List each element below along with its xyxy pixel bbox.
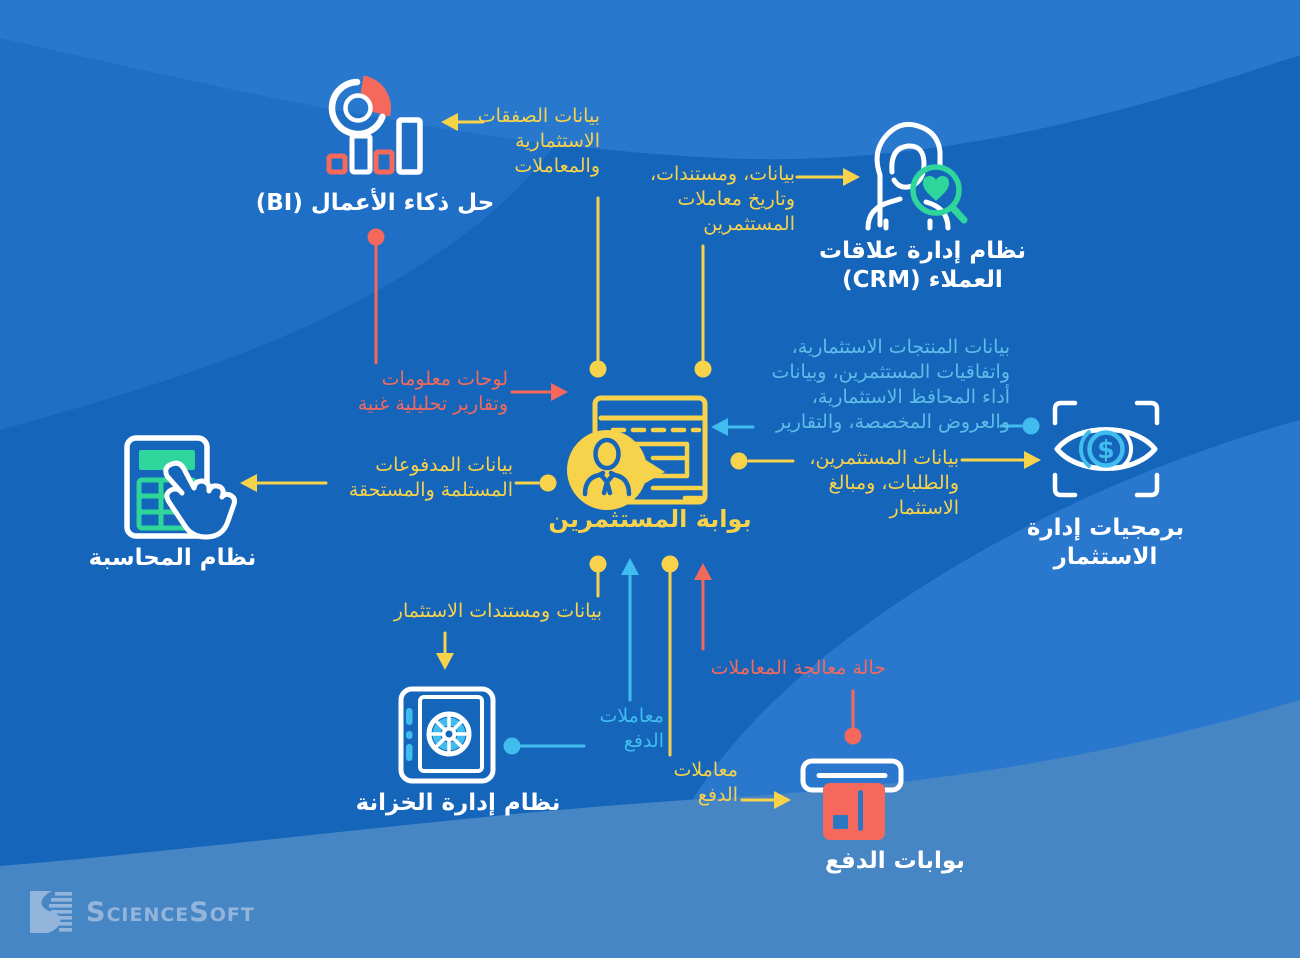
flow-invest-to-portal-label: بيانات المنتجات الاستثمارية، واتفاقيات ا… xyxy=(771,336,1010,434)
sciencesoft-logo: ScienceSoft xyxy=(28,889,255,935)
flow-payment-to-portal-label: حالة معالجة المعاملات xyxy=(710,657,886,679)
flow-treasury-to-portal-line xyxy=(503,558,639,755)
flow-portal-to-invest-line xyxy=(730,451,1041,470)
flow-portal-to-treasury-line xyxy=(436,555,607,670)
investor-portal-label: بوابة المستثمرين xyxy=(548,505,752,533)
svg-text:$: $ xyxy=(1097,435,1114,464)
flow-portal-to-bi-line xyxy=(441,113,607,378)
flow-portal-to-crm-line xyxy=(694,168,860,378)
investment-eye-icon: $ xyxy=(1050,396,1162,504)
flow-invest-to-portal-line xyxy=(711,417,1040,436)
sciencesoft-logo-mark xyxy=(30,891,72,933)
flow-portal-to-treasury-label: بيانات ومستندات الاستثمار xyxy=(393,600,602,622)
flow-portal-to-bi-label: بيانات الصفقات الاستثمارية والمعاملات xyxy=(477,105,600,178)
flow-portal-to-payment-line xyxy=(661,555,791,809)
treasury-safe-icon xyxy=(395,683,500,788)
investment-software-label: برمجيات إدارة الاستثمار xyxy=(1026,515,1185,571)
flow-portal-to-crm-label: بيانات، ومستندات، وتاريخ معاملات المستثم… xyxy=(650,163,795,236)
crm-customer-icon xyxy=(860,110,972,240)
flow-treasury-to-portal-label: معاملات الدفع xyxy=(599,705,664,753)
payment-gateways-label: بوابات الدفع xyxy=(825,848,965,874)
accounting-system-label: نظام المحاسبة xyxy=(88,545,257,571)
flow-portal-to-invest-label: بيانات المستثمرين، والطلبات، ومبالغ الاس… xyxy=(809,447,959,520)
bi-label: حل ذكاء الأعمال (BI) xyxy=(255,190,495,216)
bi-chart-icon xyxy=(315,70,435,182)
flow-portal-to-accounting-line xyxy=(240,474,557,492)
flow-bi-to-portal-line xyxy=(367,228,568,401)
accounting-calculator-icon xyxy=(115,430,250,545)
treasury-system-label: نظام إدارة الخزانة xyxy=(355,790,561,816)
flow-bi-to-portal-label: لوحات معلومات وتقارير تحليلية غنية xyxy=(357,368,508,416)
investor-portal-icon xyxy=(565,390,725,530)
flow-payment-to-portal-line xyxy=(694,563,862,745)
payment-gateway-icon xyxy=(795,755,910,850)
crm-label: نظام إدارة علاقات العملاء (CRM) xyxy=(819,238,1026,294)
sciencesoft-logo-text: ScienceSoft xyxy=(86,896,255,928)
flow-portal-to-accounting-label: بيانات المدفوعات المستلمة والمستحقة xyxy=(348,454,513,502)
flow-portal-to-payment-label: معاملات الدفع xyxy=(673,759,738,807)
